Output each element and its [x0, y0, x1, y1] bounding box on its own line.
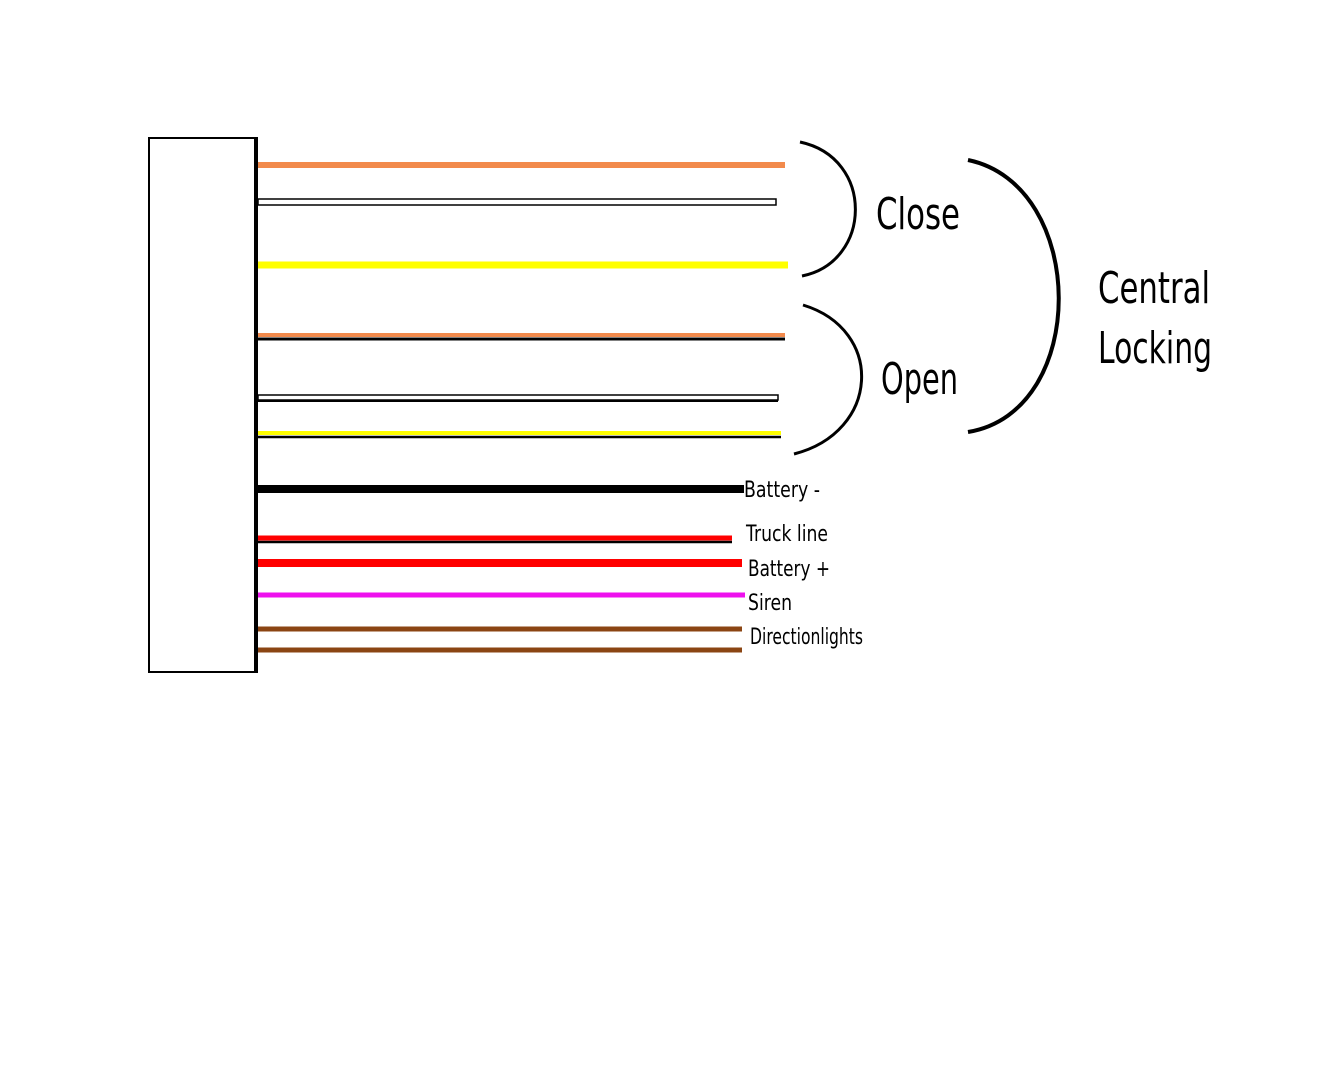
- bracket-central-locking: [967, 158, 1061, 434]
- label-siren: Siren: [748, 591, 792, 616]
- wire-white-close: [257, 198, 777, 206]
- label-direction-lights: Directionlights: [750, 625, 863, 650]
- bracket-open: [793, 303, 864, 456]
- label-central: Central: [1098, 263, 1210, 314]
- bracket-close: [799, 140, 857, 278]
- connector-block: [148, 137, 258, 673]
- label-close: Close: [876, 189, 960, 240]
- label-truck-line: Truck line: [745, 522, 828, 547]
- label-battery-plus: Battery +: [748, 557, 830, 582]
- label-open: Open: [881, 354, 958, 405]
- wire-white-black-open: [257, 394, 779, 401]
- label-locking: Locking: [1098, 323, 1212, 374]
- label-battery-minus: Battery -: [744, 478, 820, 503]
